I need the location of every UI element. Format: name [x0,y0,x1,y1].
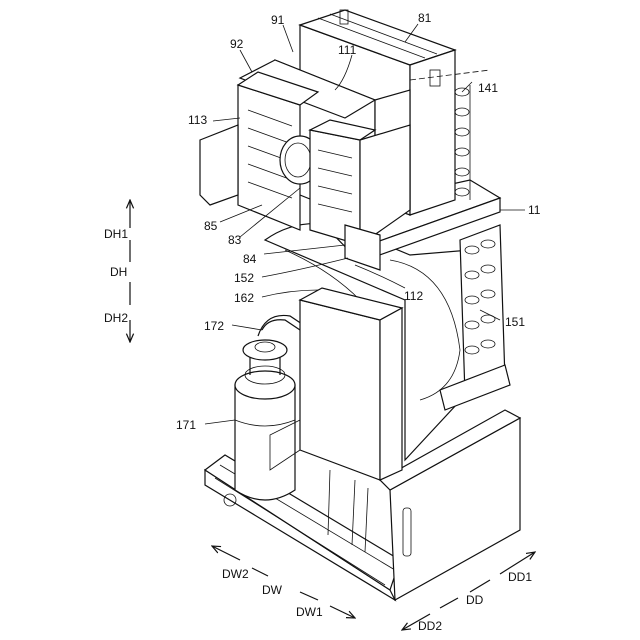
label-dh: DH [110,265,127,279]
label-171: 171 [176,418,196,432]
label-91: 91 [271,13,285,27]
label-113: 113 [188,113,207,127]
label-dw2: DW2 [222,567,249,581]
label-dd1: DD1 [508,570,532,584]
label-dd: DD [466,593,484,607]
label-dh1: DH1 [104,227,128,241]
label-dd2: DD2 [418,619,442,633]
label-85: 85 [204,219,218,233]
label-151: 151 [505,315,525,329]
label-112: 112 [404,289,423,303]
label-83: 83 [228,233,242,247]
label-84: 84 [243,252,257,266]
label-11: 11 [528,203,541,217]
label-92: 92 [230,37,244,51]
label-dh2: DH2 [104,311,128,325]
compressor-171 [235,340,295,500]
label-141: 141 [478,81,498,95]
label-81: 81 [418,11,432,25]
label-dw1: DW1 [296,605,323,619]
label-152: 152 [234,271,254,285]
label-dw: DW [262,583,283,597]
pipe-172 [258,315,305,336]
label-162: 162 [234,291,254,305]
label-172: 172 [204,319,224,333]
label-111: 111 [338,43,357,57]
